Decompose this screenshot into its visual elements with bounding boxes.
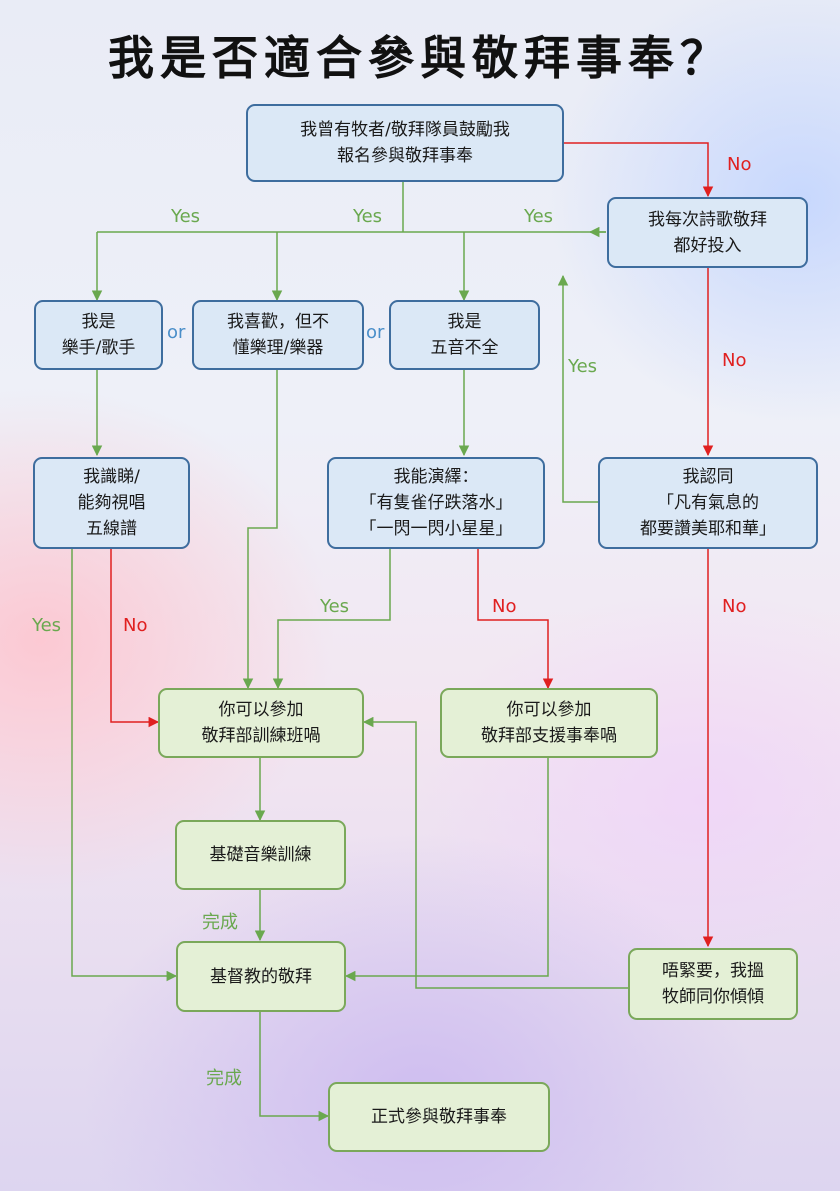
node-sight-read: 我識睇/ 能夠視唱 五線譜: [33, 457, 190, 549]
label-no-cansing: No: [492, 596, 517, 617]
page-title: 我是否適合參與敬拜事奉？: [108, 31, 732, 85]
label-done-basic: 完成: [202, 912, 238, 933]
edge-agree-yes: [557, 274, 600, 503]
node-can-sing: 我能演繹： 「有隻雀仔跌落水」 「一閃一閃小星星」: [327, 457, 545, 549]
label-no-agree: No: [722, 596, 747, 617]
node-musician: 我是 樂手/歌手: [34, 300, 163, 370]
edge-sight-no: [110, 548, 160, 728]
edge-noworry-training: [362, 716, 628, 989]
edge-cansing-training: [272, 548, 391, 690]
edge-cansing-no: [477, 548, 554, 690]
label-yes-sight: Yes: [32, 615, 62, 636]
node-no-worry: 唔緊要，我搵 牧師同你傾傾: [628, 948, 798, 1020]
label-done-christian: 完成: [206, 1068, 242, 1089]
label-no-devoted: No: [722, 350, 747, 371]
node-christian-worship: 基督教的敬拜: [176, 941, 346, 1012]
edge-sight-yes: [71, 548, 178, 982]
node-start: 我曾有牧者/敬拜隊員鼓勵我 報名參與敬拜事奉: [246, 104, 564, 182]
edge-christian-formal: [259, 1012, 330, 1122]
node-tone-deaf: 我是 五音不全: [389, 300, 540, 370]
label-yes-left: Yes: [171, 206, 201, 227]
edge-start-no: [563, 142, 714, 198]
edge-support-christian: [344, 758, 549, 982]
node-basic-training: 基礎音樂訓練: [175, 820, 346, 890]
node-like-music: 我喜歡，但不 懂樂理/樂器: [192, 300, 364, 370]
node-devoted: 我每次詩歌敬拜 都好投入: [607, 197, 808, 268]
edge-like-training: [242, 370, 278, 690]
label-yes-cansing: Yes: [320, 596, 350, 617]
label-or-2: or: [366, 322, 385, 343]
node-agree: 我認同 「凡有氣息的 都要讚美耶和華」: [598, 457, 818, 549]
label-yes-center: Yes: [353, 206, 383, 227]
label-no-sight: No: [123, 615, 148, 636]
node-training-class: 你可以參加 敬拜部訓練班喎: [158, 688, 364, 758]
label-yes-devoted: Yes: [524, 206, 554, 227]
node-support: 你可以參加 敬拜部支援事奉喎: [440, 688, 658, 758]
label-no-start: No: [727, 154, 752, 175]
label-or-1: or: [167, 322, 186, 343]
node-formal: 正式參與敬拜事奉: [328, 1082, 550, 1152]
label-yes-agree: Yes: [568, 356, 598, 377]
